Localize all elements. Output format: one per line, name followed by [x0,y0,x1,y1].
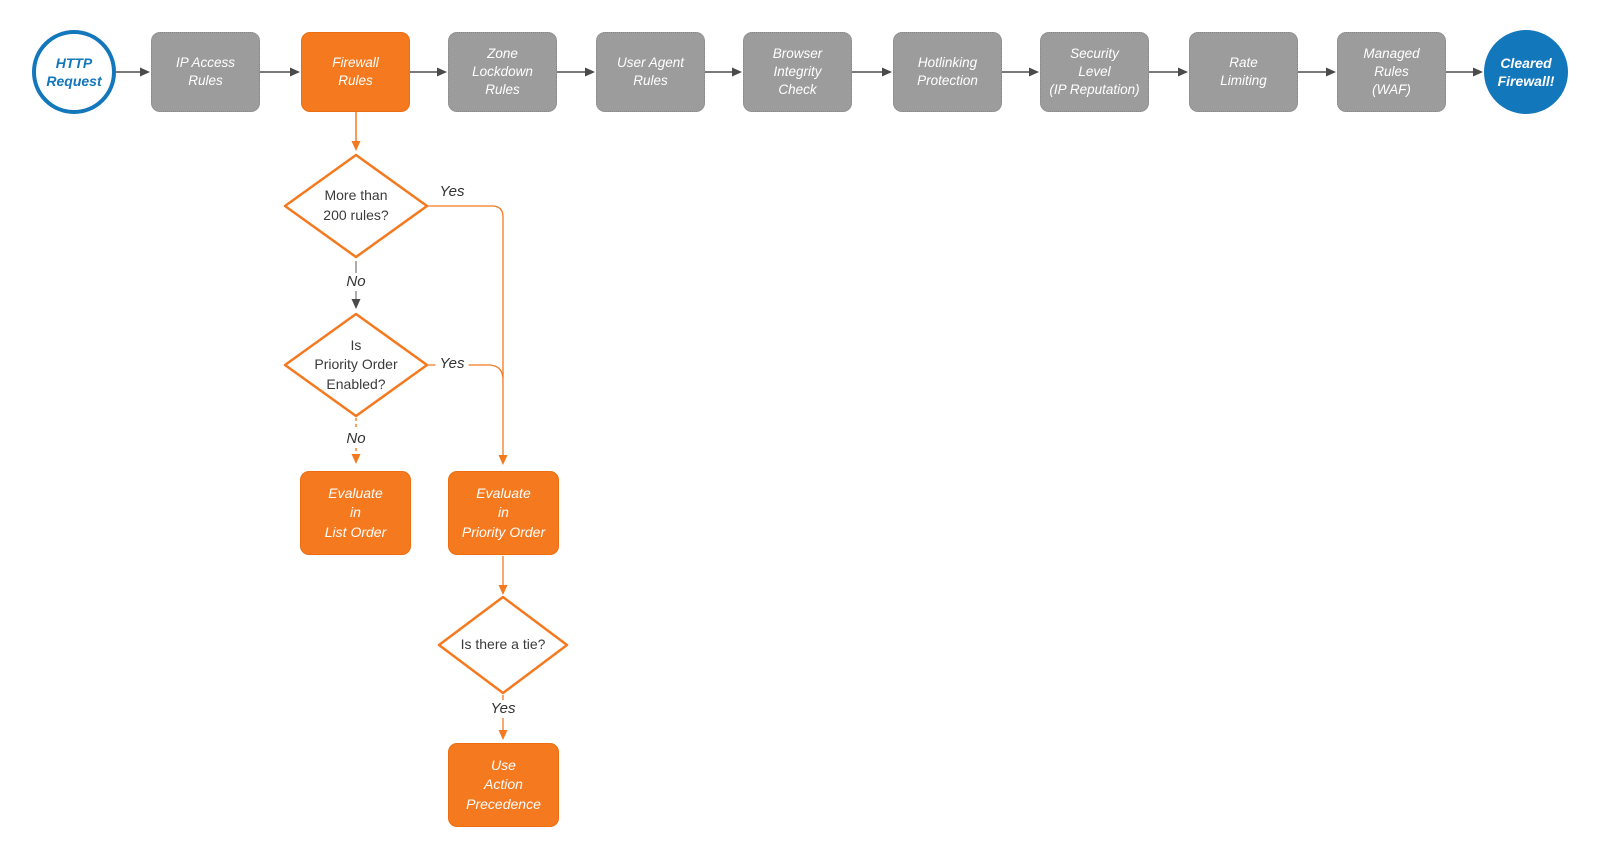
action-label: Evaluate in List Order [324,484,387,540]
step-zone-lockdown-rules: Zone Lockdown Rules [448,32,557,112]
diamond-shape [437,595,569,695]
step-label: Security Level (IP Reputation) [1049,45,1140,98]
step-ip-access-rules: IP Access Rules [151,32,260,112]
step-user-agent-rules: User Agent Rules [596,32,705,112]
start-node-label: HTTP Request [46,54,102,89]
end-node-cleared-firewall: Cleared Firewall! [1484,30,1568,114]
end-node-label: Cleared Firewall! [1497,54,1555,89]
step-firewall-rules: Firewall Rules [301,32,410,112]
decision-label: Is Priority Order Enabled? [314,336,398,392]
action-evaluate-priority-order: Evaluate in Priority Order [448,471,559,555]
decision-label: Is there a tie? [460,636,546,653]
diamond-shape [283,153,429,259]
diamond-shape [283,312,429,418]
decision-more-than-200-rules: More than 200 rules? [281,152,431,260]
step-label: Rate Limiting [1220,54,1267,88]
edge-label-yes-2: Yes [435,355,469,373]
step-label: Zone Lockdown Rules [472,45,533,98]
edge-label-yes-3: Yes [486,700,520,718]
action-label: Use Action Precedence [466,756,541,812]
edge-label-no-1: No [342,273,370,291]
action-evaluate-list-order: Evaluate in List Order [300,471,411,555]
action-label: Evaluate in Priority Order [461,484,546,540]
arrow-yes-decision2-join [428,364,504,379]
step-label: Browser Integrity Check [772,45,823,98]
decision-label: More than 200 rules? [323,187,389,223]
step-label: Hotlinking Protection [917,54,978,88]
edge-label-no-2: No [342,430,370,448]
edge-label-yes-1: Yes [435,183,469,201]
step-rate-limiting: Rate Limiting [1189,32,1298,112]
step-label: Managed Rules (WAF) [1363,45,1420,98]
decision-is-there-a-tie: Is there a tie? [435,594,571,696]
step-label: User Agent Rules [616,54,685,88]
arrow-yes-decision1-to-priority-order [428,205,508,465]
decision-priority-order-enabled: Is Priority Order Enabled? [281,311,431,419]
action-use-action-precedence: Use Action Precedence [448,743,559,827]
step-browser-integrity-check: Browser Integrity Check [743,32,852,112]
step-hotlinking-protection: Hotlinking Protection [893,32,1002,112]
start-node-http-request: HTTP Request [32,30,116,114]
step-security-level-ip-reputation: Security Level (IP Reputation) [1040,32,1149,112]
step-label: Firewall Rules [332,54,379,88]
step-label: IP Access Rules [175,54,236,88]
step-managed-rules-waf: Managed Rules (WAF) [1337,32,1446,112]
